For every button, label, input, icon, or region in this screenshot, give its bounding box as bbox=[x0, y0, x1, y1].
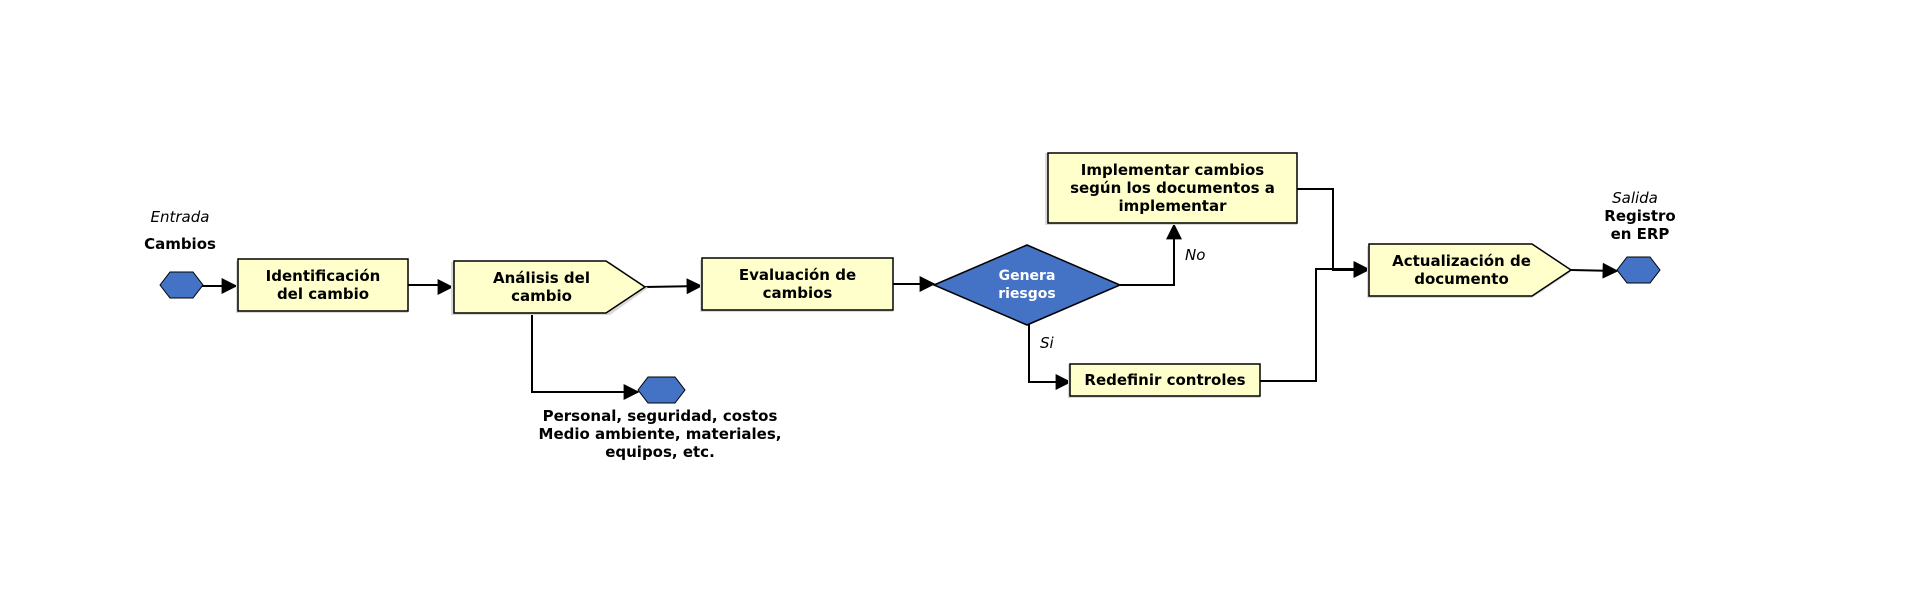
output-name-line2: en ERP bbox=[1610, 225, 1670, 243]
step-implementar bbox=[1047, 152, 1298, 224]
input-caption: Entrada bbox=[150, 208, 210, 226]
branch-label-no: No bbox=[1185, 246, 1206, 264]
analysis-output-line2: Medio ambiente, materiales, bbox=[538, 425, 782, 443]
step-redefinir bbox=[1069, 363, 1261, 397]
analysis-output-line3: equipos, etc. bbox=[605, 443, 715, 461]
step-implementar-line2: según los documentos a bbox=[1070, 179, 1275, 197]
step-actualizacion-label: Actualización de documento bbox=[1369, 244, 1554, 296]
step-evaluacion-line2: cambios bbox=[762, 284, 833, 302]
input-connector-icon bbox=[159, 271, 204, 299]
analysis-output-text: Personal, seguridad, costos Medio ambien… bbox=[520, 407, 800, 461]
output-caption: Salida bbox=[1612, 189, 1658, 207]
step-analisis-label: Análisis del cambio bbox=[454, 261, 629, 313]
edge-analisis-to-output bbox=[531, 311, 640, 400]
edge-analisis-to-evaluacion bbox=[644, 278, 703, 295]
step-identificacion-line2: del cambio bbox=[276, 285, 370, 303]
edge-decision-si-to-redefinir bbox=[1028, 323, 1072, 390]
edge-implementar-to-actualizacion bbox=[1297, 188, 1370, 278]
branch-label-si: Si bbox=[1040, 334, 1054, 352]
step-evaluacion bbox=[701, 257, 894, 311]
step-analisis-line1: Análisis del bbox=[493, 269, 590, 287]
edge-redefinir-to-actualizacion bbox=[1260, 261, 1370, 382]
step-implementar-line3: implementar bbox=[1118, 197, 1227, 215]
step-analisis-line2: cambio bbox=[511, 287, 572, 305]
step-identificacion-label: Identificación del cambio bbox=[238, 259, 408, 311]
step-evaluacion-line1: Evaluación de bbox=[738, 266, 857, 284]
step-implementar-line1: Implementar cambios bbox=[1080, 161, 1265, 179]
step-identificacion bbox=[237, 258, 409, 312]
decision-label: Genera riesgos bbox=[967, 262, 1087, 308]
step-actualizacion-line1: Actualización de bbox=[1392, 252, 1531, 270]
step-redefinir-label: Redefinir controles bbox=[1084, 371, 1246, 389]
input-name: Cambios bbox=[144, 235, 216, 253]
connectors bbox=[200, 188, 1619, 400]
step-evaluacion-label: Evaluación de cambios bbox=[702, 258, 893, 310]
analysis-output-line1: Personal, seguridad, costos bbox=[542, 407, 778, 425]
edge-identificacion-to-analisis bbox=[408, 279, 454, 295]
output-connector-icon bbox=[1616, 256, 1661, 284]
edge-actualizacion-to-output bbox=[1570, 262, 1619, 279]
step-actualizacion bbox=[1368, 243, 1573, 297]
output-name-line1: Registro bbox=[1604, 207, 1676, 225]
step-implementar-label: Implementar cambios según los documentos… bbox=[1048, 153, 1297, 223]
edge-decision-no-to-implementar bbox=[1120, 223, 1182, 286]
step-identificacion-line1: Identificación bbox=[265, 267, 381, 285]
analysis-output-connector-icon bbox=[637, 376, 686, 404]
decision-genera-riesgos bbox=[932, 244, 1122, 326]
decision-line2: riesgos bbox=[998, 286, 1056, 302]
step-analisis bbox=[453, 260, 647, 314]
step-actualizacion-line2: documento bbox=[1414, 270, 1509, 288]
decision-line1: Genera bbox=[998, 268, 1056, 284]
output-name: Registro en ERP bbox=[1590, 207, 1690, 243]
